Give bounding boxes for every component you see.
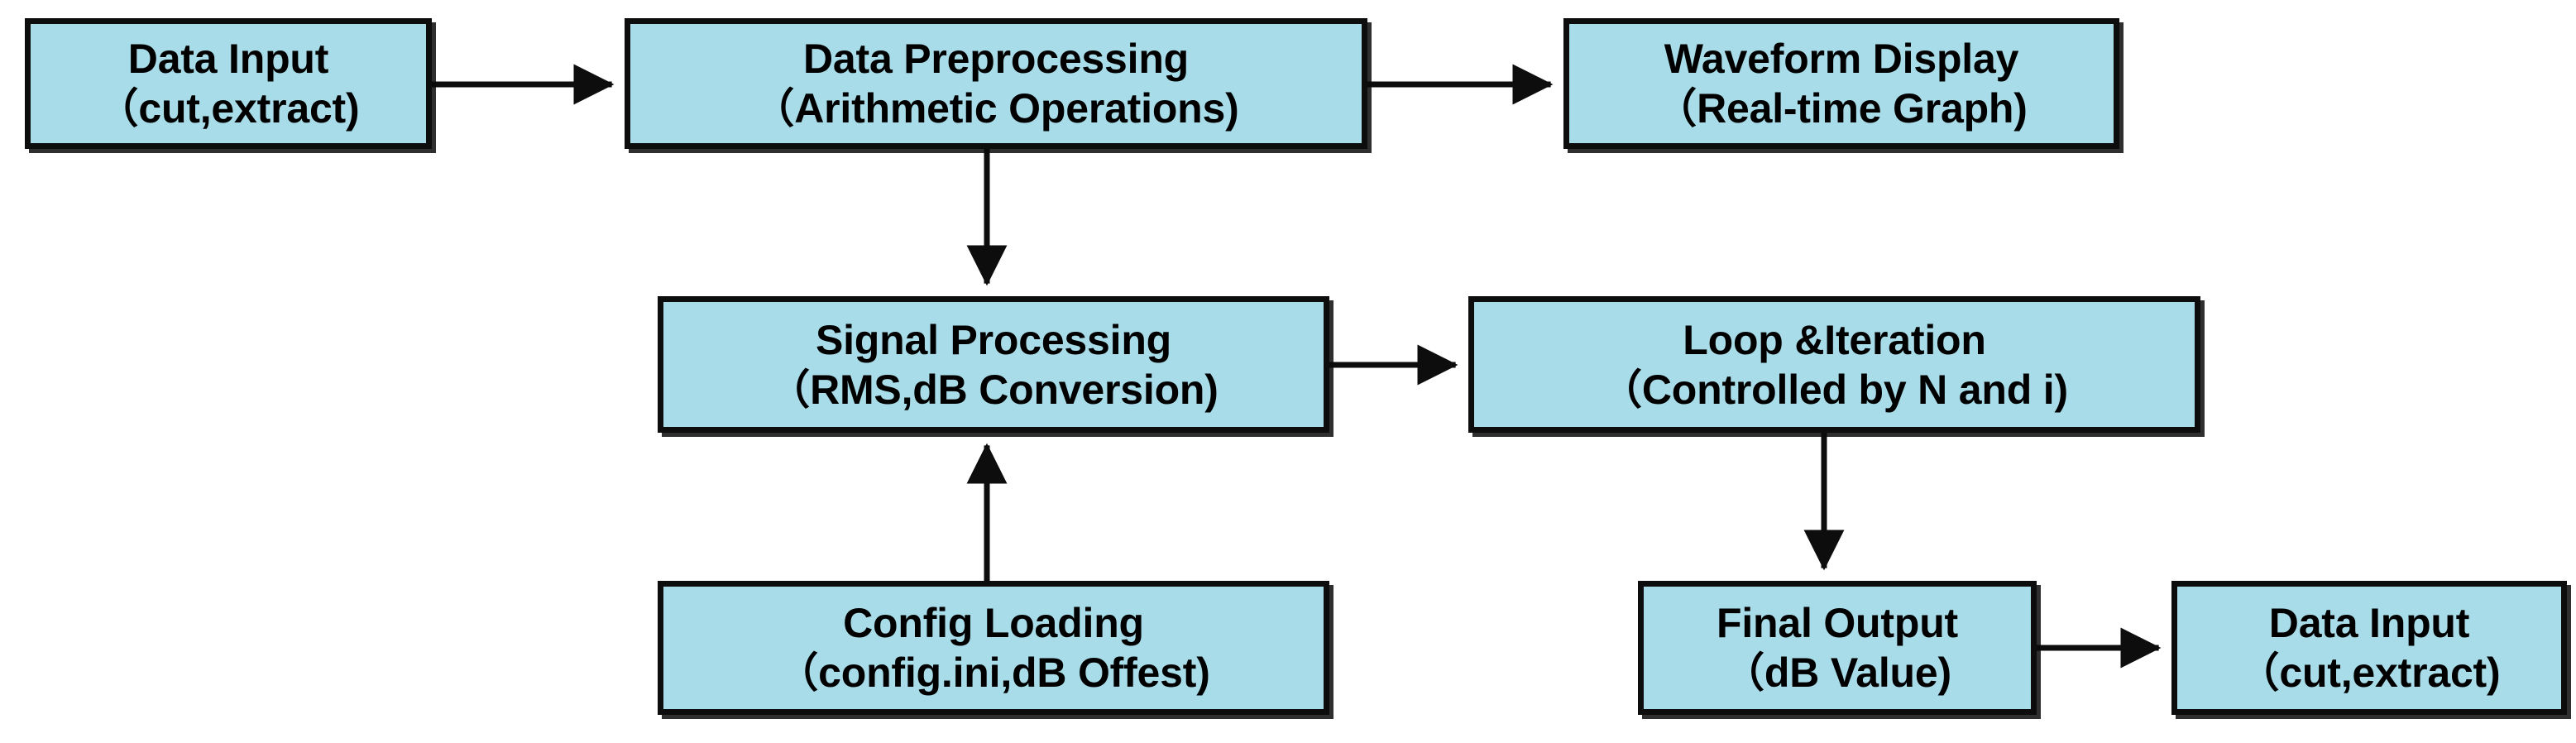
- node-title: Loop &Iteration: [1683, 316, 1986, 363]
- node-title: Data Input: [2268, 600, 2470, 646]
- node-title: Waveform Display: [1664, 36, 2019, 82]
- node-data-preprocessing[interactable]: Data Preprocessing（Arithmetic Operations…: [625, 18, 1367, 149]
- node-data-input-2[interactable]: Data Input（cut,extract): [2171, 581, 2567, 715]
- node-loop-iteration[interactable]: Loop &Iteration（Controlled by N and i): [1468, 296, 2200, 433]
- node-subtitle: （cut,extract): [97, 85, 360, 132]
- node-title: Config Loading: [843, 600, 1144, 646]
- node-subtitle: （RMS,dB Conversion): [768, 366, 1219, 413]
- node-title: Data Input: [127, 36, 329, 82]
- node-title: Data Preprocessing: [802, 36, 1190, 82]
- node-subtitle: （Real-time Graph): [1655, 85, 2028, 132]
- node-subtitle: （cut,extract): [2238, 650, 2501, 696]
- node-title: Final Output: [1717, 600, 1958, 646]
- node-subtitle: （dB Value): [1723, 650, 1951, 696]
- node-subtitle: （Controlled by N and i): [1601, 366, 2068, 413]
- node-signal-processing[interactable]: Signal Processing（RMS,dB Conversion): [658, 296, 1329, 433]
- node-title: Signal Processing: [815, 316, 1172, 363]
- node-config-loading[interactable]: Config Loading（config.ini,dB Offest): [658, 581, 1329, 715]
- node-final-output[interactable]: Final Output（dB Value): [1638, 581, 2037, 715]
- node-subtitle: （Arithmetic Operations): [753, 85, 1239, 132]
- node-waveform-display[interactable]: Waveform Display（Real-time Graph): [1563, 18, 2119, 149]
- node-data-input[interactable]: Data Input（cut,extract): [25, 18, 432, 149]
- node-subtitle: （config.ini,dB Offest): [777, 650, 1210, 696]
